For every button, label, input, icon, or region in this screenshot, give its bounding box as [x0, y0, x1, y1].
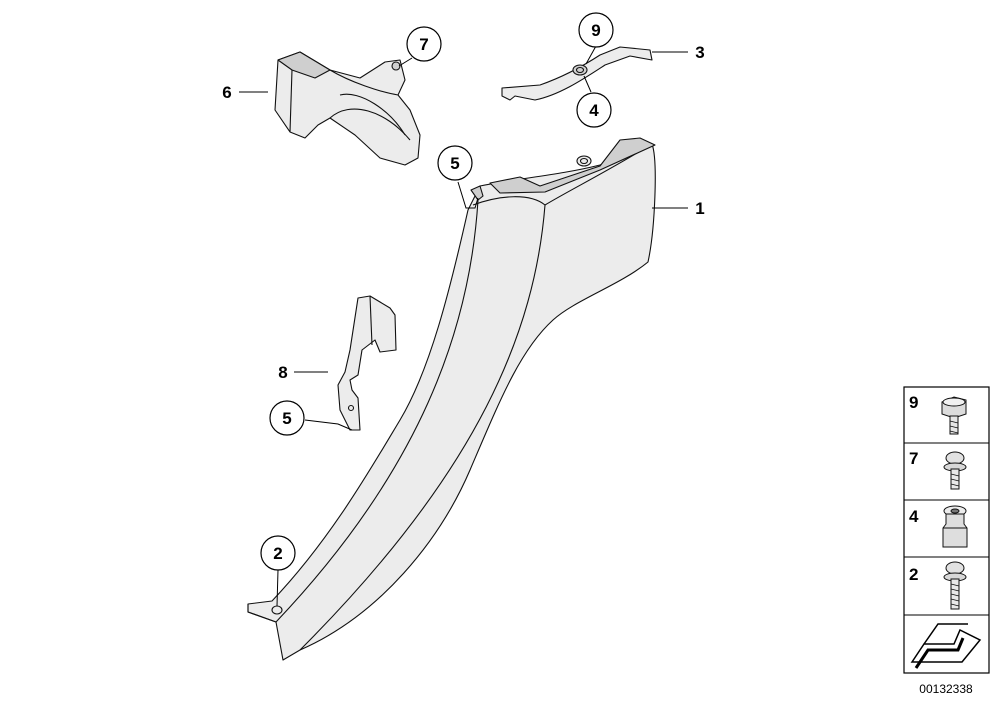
- cap-bolt-icon: [941, 396, 967, 435]
- callout-6-label: 6: [222, 83, 231, 102]
- legend-label-4: 4: [909, 507, 919, 526]
- fastener-legend: 9 7 4 2: [903, 386, 990, 674]
- expanding-nut-icon: [942, 505, 968, 548]
- callout-8-label: 8: [278, 363, 287, 382]
- callout-6: 6: [222, 83, 231, 102]
- legend-label-7: 7: [909, 449, 918, 468]
- callout-5-upper: 5: [437, 145, 473, 181]
- clip-part: [470, 185, 484, 201]
- leader-lines: [239, 45, 688, 607]
- flange-screw-icon: [943, 451, 967, 490]
- callout-5-lower-label: 5: [282, 409, 291, 428]
- legend-label-9: 9: [909, 393, 918, 412]
- legend-label-2: 2: [909, 565, 918, 584]
- callout-4-label: 4: [589, 101, 599, 120]
- callout-7-label: 7: [419, 35, 428, 54]
- callout-2: 2: [260, 535, 296, 571]
- upper-cover-part: [274, 51, 421, 166]
- callout-1-label: 1: [695, 199, 704, 218]
- callout-2-label: 2: [273, 544, 282, 563]
- callout-5-upper-label: 5: [450, 154, 459, 173]
- pillar-trim-part: [247, 137, 656, 661]
- long-screw-icon: [943, 561, 967, 610]
- callout-8: 8: [278, 363, 287, 382]
- upper-bracket-part: [501, 46, 653, 101]
- document-number: 00132338: [919, 682, 973, 696]
- callout-5-lower: 5: [269, 400, 305, 436]
- callout-3-label: 3: [695, 43, 704, 62]
- callout-1: 1: [695, 199, 704, 218]
- callout-9: 9: [578, 12, 614, 48]
- small-bracket-part: [337, 295, 397, 431]
- direction-arrow-icon: [910, 623, 982, 669]
- callout-3: 3: [695, 43, 704, 62]
- callout-9-label: 9: [591, 21, 600, 40]
- callout-7: 7: [406, 26, 442, 62]
- callout-4: 4: [576, 92, 612, 128]
